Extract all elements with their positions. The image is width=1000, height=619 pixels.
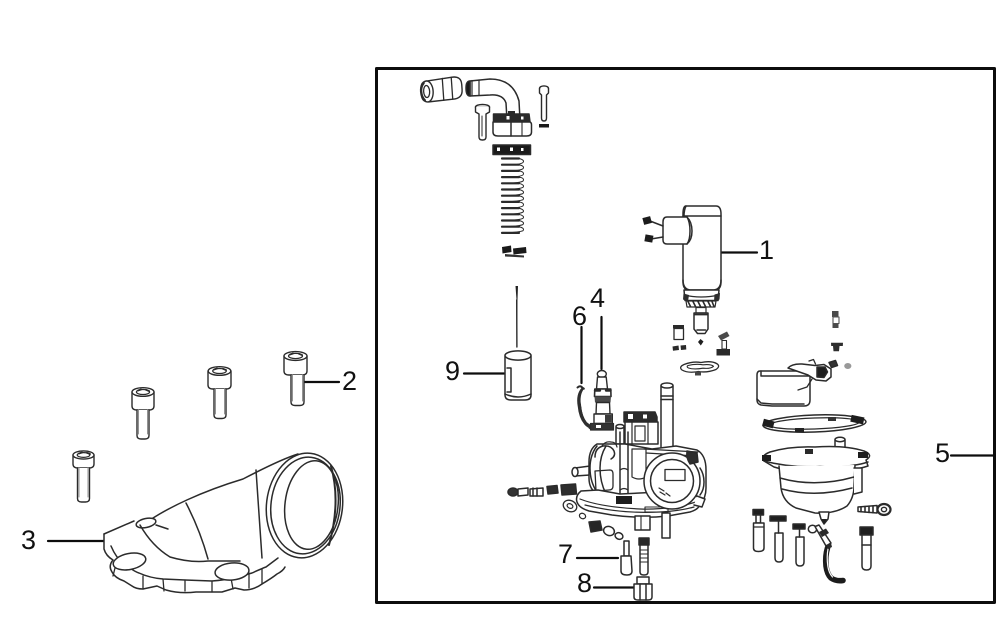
svg-text:1: 1 [759,235,774,265]
svg-text:5: 5 [935,438,950,468]
svg-text:6: 6 [572,301,587,331]
svg-text:7: 7 [558,539,573,569]
svg-text:2: 2 [342,366,357,396]
svg-text:3: 3 [21,525,36,555]
svg-text:8: 8 [577,568,592,598]
svg-text:9: 9 [445,356,460,386]
svg-text:4: 4 [590,283,605,313]
